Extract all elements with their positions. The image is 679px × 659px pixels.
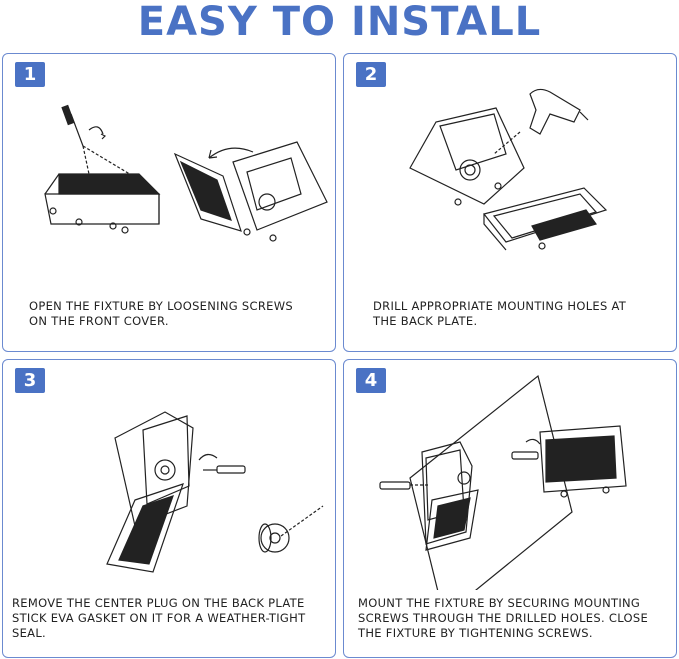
step-3-illustration	[106, 411, 324, 573]
step-1-caption: OPEN THE FIXTURE BY LOOSENING SCREWS ON …	[29, 299, 293, 328]
step-2-caption: DRILL APPROPRIATE MOUNTING HOLES AT THE …	[373, 299, 627, 328]
step-1-number: 1	[15, 62, 45, 87]
step-2-number: 2	[356, 62, 386, 87]
step-3-caption: REMOVE THE CENTER PLUG ON THE BACK PLATE…	[12, 596, 306, 640]
step-4-number: 4	[356, 368, 386, 393]
step-3-number: 3	[15, 368, 45, 393]
step-1-panel: 1 OPEN THE FIXTURE BY	[2, 53, 336, 352]
step-2-illustration	[409, 88, 608, 251]
step-4-illustration	[379, 374, 627, 590]
step-1-illustration	[44, 104, 328, 242]
step-2-panel: 2 DRILL APPROPRIATE MOUNTING HOLES AT TH…	[343, 53, 677, 352]
step-4-panel: 4 MOUNT THE FIXTURE BY SECURING MOUNTING…	[343, 359, 677, 658]
page-title: EASY TO INSTALL	[137, 0, 542, 45]
step-3-panel: 3 REMOVE THE CENTER PLUG ON THE BACK PLA…	[2, 359, 336, 658]
step-4-caption: MOUNT THE FIXTURE BY SECURING MOUNTING S…	[358, 596, 649, 640]
